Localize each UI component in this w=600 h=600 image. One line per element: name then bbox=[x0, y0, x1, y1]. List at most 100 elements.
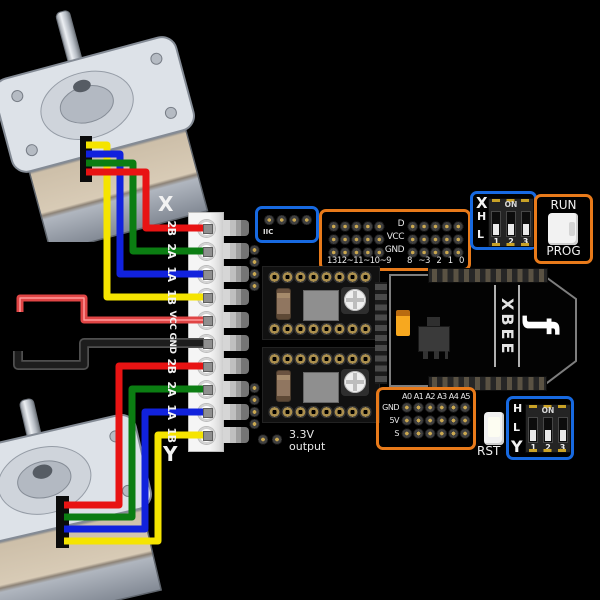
pin-8: 8 bbox=[407, 256, 412, 266]
terminal-pin bbox=[223, 243, 249, 259]
analog-pads bbox=[401, 401, 471, 440]
dip-slider[interactable] bbox=[545, 430, 551, 441]
dip-num-3: 3 bbox=[522, 237, 529, 246]
terminal-label-x2b: 2B bbox=[165, 220, 179, 236]
dip-slider[interactable] bbox=[530, 430, 536, 441]
dip-num-2: 2 bbox=[545, 443, 551, 452]
driver-chip bbox=[303, 290, 339, 321]
xbee-silk-line bbox=[494, 285, 496, 367]
pin-12: 12 bbox=[336, 256, 347, 266]
y-dip-l-label: L bbox=[513, 421, 521, 434]
y-dip-axis-label: Y bbox=[511, 437, 523, 456]
axis-x-label: X bbox=[158, 192, 174, 216]
y-dip-h-label: H bbox=[513, 402, 523, 415]
xbee-socket-top-row bbox=[428, 268, 548, 283]
pin-13: 13 bbox=[327, 256, 337, 266]
dip-contacts bbox=[529, 405, 567, 408]
regulator-legs bbox=[420, 351, 448, 359]
terminal-screw bbox=[203, 247, 213, 257]
xbee-label: XBEE bbox=[498, 297, 517, 357]
axis-y-label: Y bbox=[163, 442, 178, 466]
pin-a0: A0 bbox=[402, 392, 412, 401]
driver-potentiometer[interactable] bbox=[344, 289, 366, 311]
run-prog-switch[interactable] bbox=[548, 213, 578, 245]
terminal-pin bbox=[223, 358, 249, 374]
3v3-output-header bbox=[256, 432, 284, 447]
pin-a5: A5 bbox=[460, 392, 470, 401]
xbee-silk-line bbox=[518, 285, 520, 367]
dip-slider[interactable] bbox=[560, 430, 566, 441]
terminal-label-y2b: 2B bbox=[165, 358, 179, 374]
pin-9: ~9 bbox=[379, 256, 392, 266]
3v3-label-line1: 3.3V bbox=[289, 428, 315, 441]
terminal-screw bbox=[203, 362, 213, 372]
dip-slots bbox=[489, 211, 533, 237]
dfrobot-logo-icon: ƒ bbox=[521, 317, 566, 335]
dip-slider[interactable] bbox=[508, 224, 514, 235]
pin-0: 0 bbox=[459, 256, 464, 266]
driver-potentiometer[interactable] bbox=[344, 371, 366, 393]
dip-contacts bbox=[492, 199, 530, 202]
terminal-screw bbox=[203, 339, 213, 349]
dip-slider[interactable] bbox=[523, 224, 529, 235]
terminal-screw bbox=[203, 408, 213, 418]
dip-on-label: ON bbox=[504, 200, 518, 209]
digital-row-d: D bbox=[397, 219, 405, 229]
dip-slot-3[interactable] bbox=[521, 211, 531, 237]
stepper-driver-module-2 bbox=[262, 347, 380, 423]
dip-slot-3[interactable] bbox=[558, 417, 568, 443]
dip-slot-1[interactable] bbox=[491, 211, 501, 237]
pin-a4: A4 bbox=[448, 392, 459, 401]
pin-3: ~3 bbox=[418, 256, 430, 266]
reset-button[interactable] bbox=[484, 412, 504, 445]
terminal-label-gnd: GND bbox=[167, 332, 177, 354]
aux-pad-column bbox=[248, 382, 261, 430]
iic-header-box: IIC bbox=[255, 206, 319, 243]
aux-pad-column bbox=[248, 244, 261, 292]
run-label: RUN bbox=[550, 198, 577, 212]
iic-label: IIC bbox=[263, 228, 274, 236]
dip-num-1: 1 bbox=[493, 237, 500, 246]
terminal-label-x2a: 2A bbox=[165, 243, 179, 259]
terminal-label-x1a: 1A bbox=[165, 266, 179, 282]
x-dip-axis-label: X bbox=[476, 194, 488, 212]
terminal-pin bbox=[223, 381, 249, 397]
terminal-label-vcc: VCC bbox=[167, 310, 177, 330]
driver-chip bbox=[303, 372, 339, 403]
dip-contacts bbox=[529, 449, 567, 452]
dip-slot-2[interactable] bbox=[543, 417, 553, 443]
pin-a2: A2 bbox=[425, 392, 435, 401]
x-dip-h-label: H bbox=[477, 210, 487, 223]
dip-slider[interactable] bbox=[493, 224, 499, 235]
switch-notch bbox=[569, 222, 575, 236]
driver-capacitor bbox=[276, 288, 291, 320]
terminal-label-y2a: 2A bbox=[165, 381, 179, 397]
dip-slot-1[interactable] bbox=[528, 417, 538, 443]
terminal-pin bbox=[223, 289, 249, 305]
pin-a3: A3 bbox=[437, 392, 447, 401]
reset-label: RST bbox=[477, 444, 501, 458]
driver-socket-row bbox=[268, 351, 372, 367]
terminal-pin bbox=[223, 312, 249, 328]
dip-on-label: ON bbox=[541, 406, 555, 415]
prog-label: PROG bbox=[546, 244, 581, 258]
terminal-screw bbox=[203, 270, 213, 280]
terminal-screw bbox=[203, 431, 213, 441]
terminal-label-y1a: 1A bbox=[165, 404, 179, 420]
dip-slot-2[interactable] bbox=[506, 211, 516, 237]
digital-pads-left bbox=[328, 220, 385, 259]
pin-11: ~11 bbox=[346, 256, 364, 266]
driver-socket-row bbox=[268, 269, 372, 285]
